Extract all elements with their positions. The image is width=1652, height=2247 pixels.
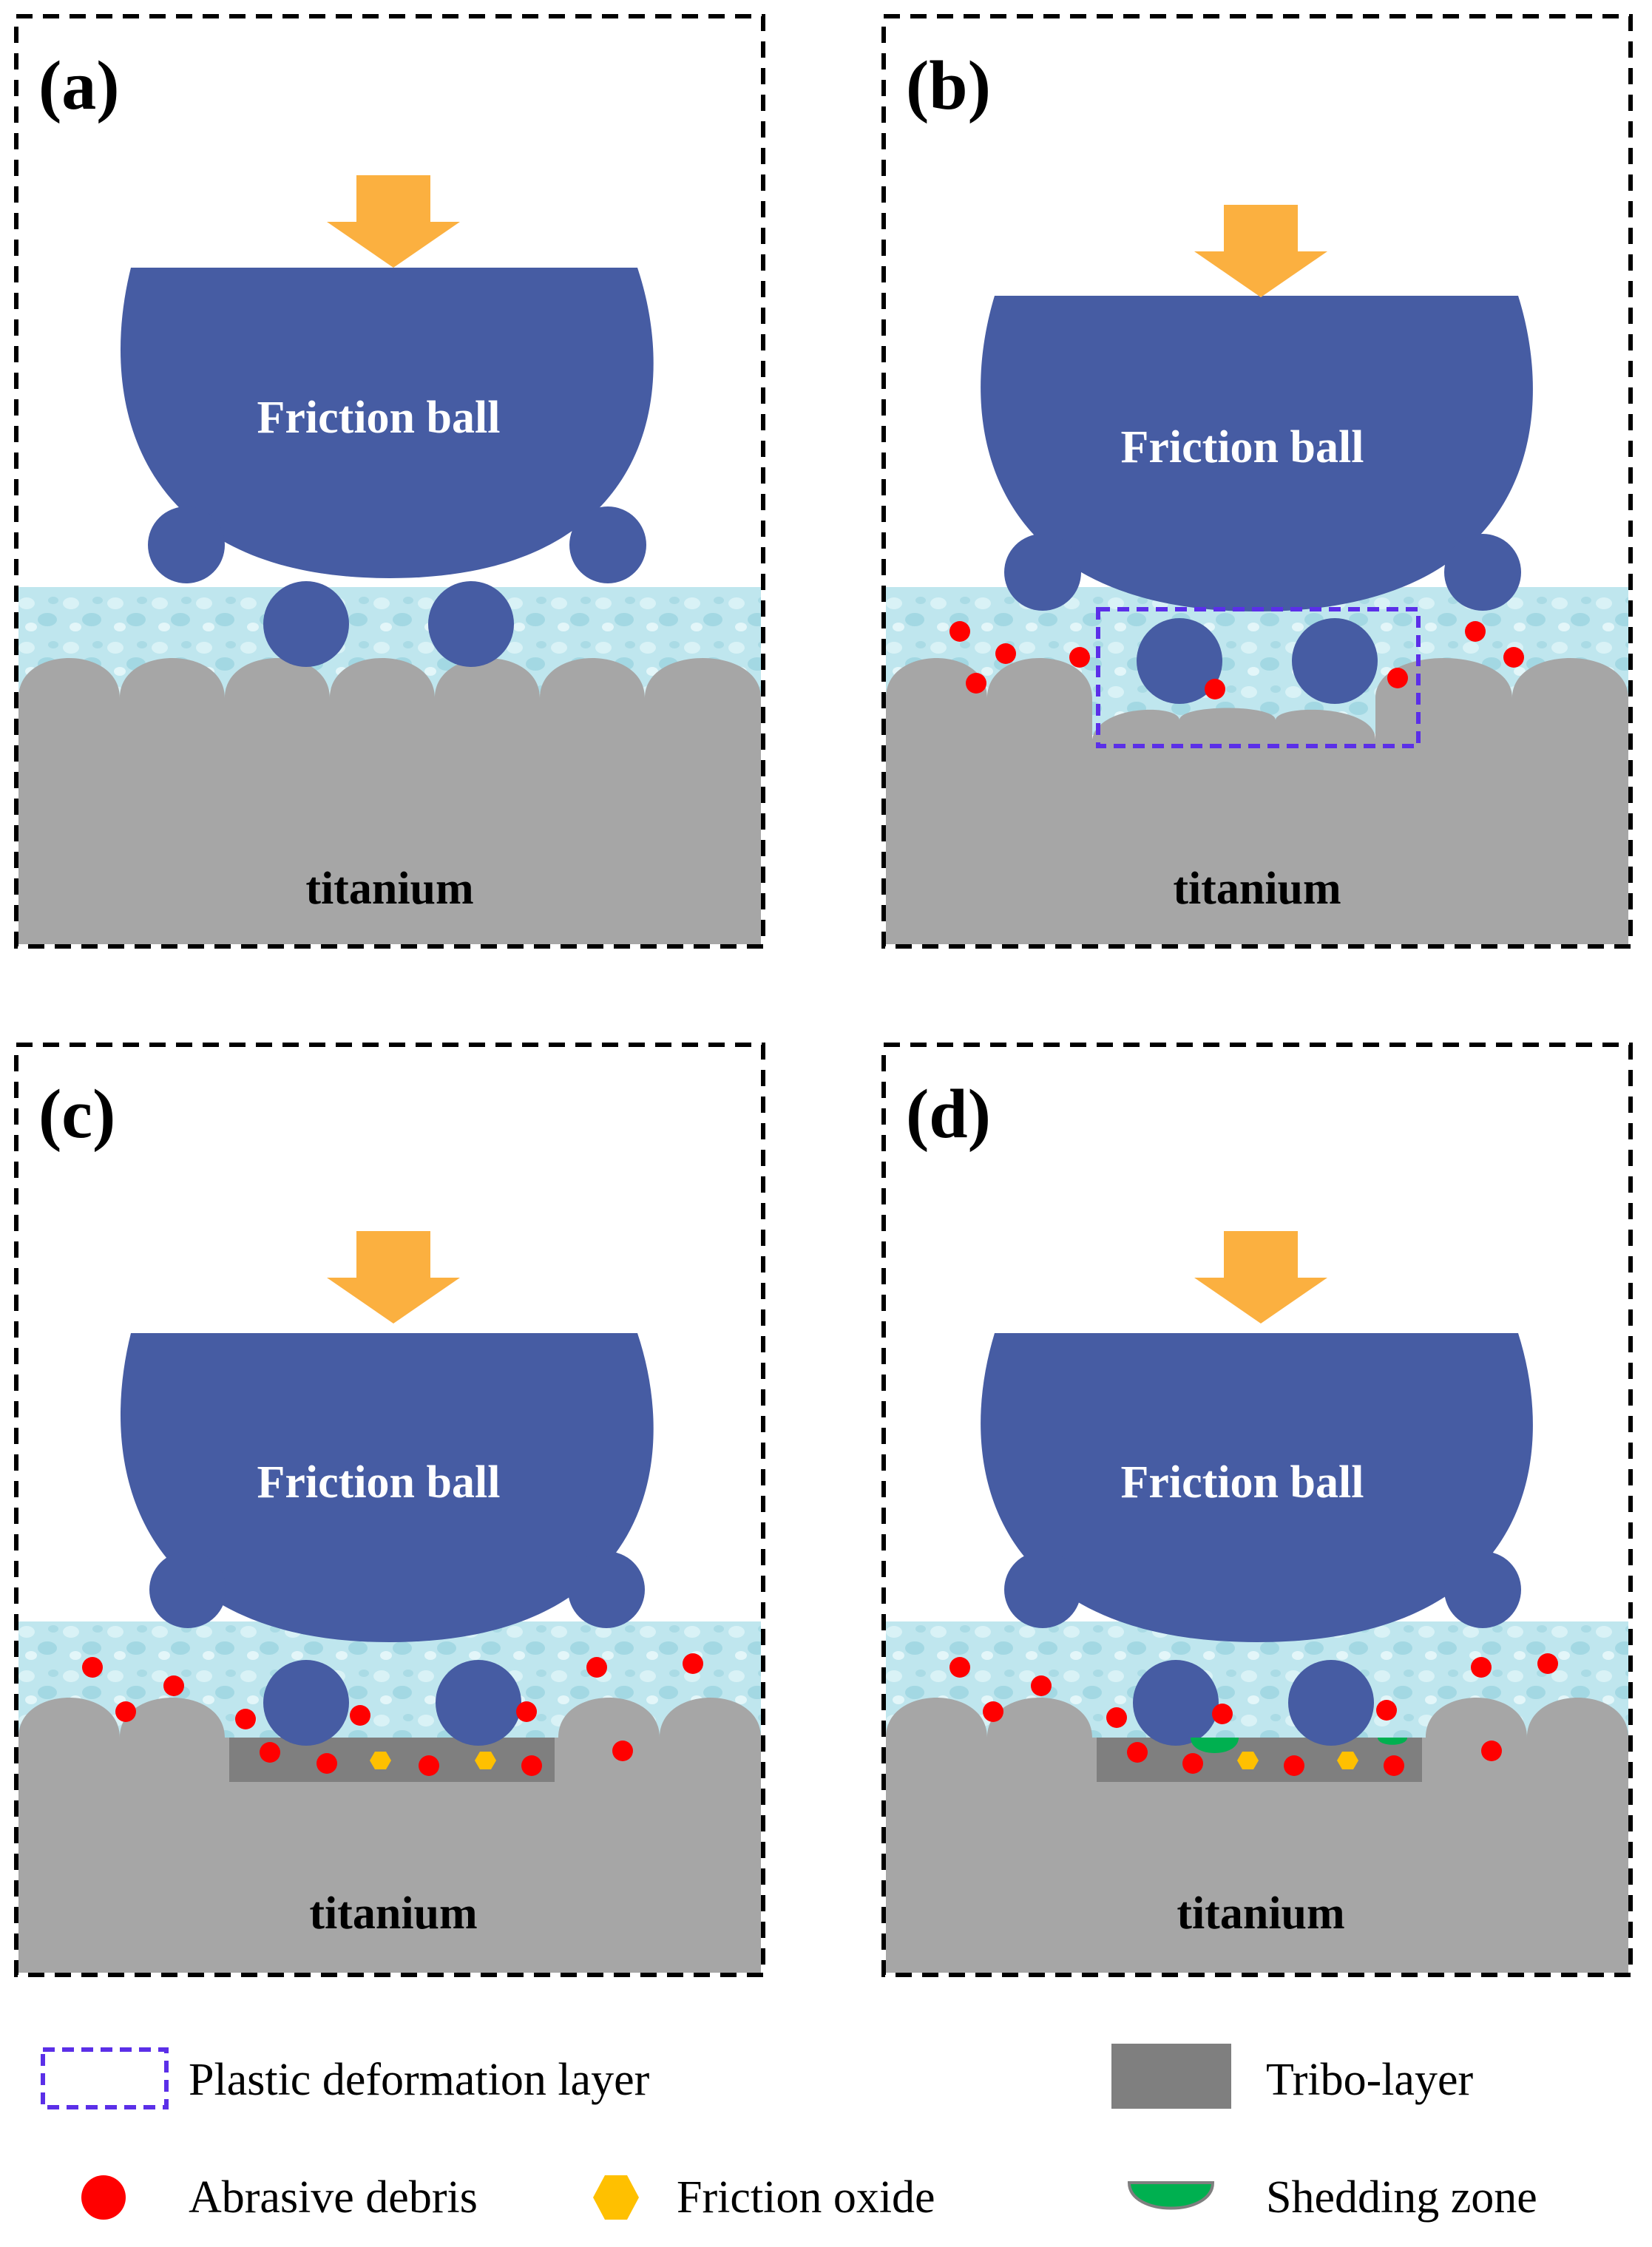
panel-label: (c)	[38, 1076, 115, 1153]
abrasive-debris-swatch	[81, 2175, 126, 2220]
titanium-substrate	[886, 658, 1628, 944]
panel-d: (d) Friction ball titanium	[881, 1043, 1633, 1977]
load-arrow-icon	[327, 175, 460, 268]
panel-label: (a)	[38, 47, 120, 124]
legend-abrasive-debris: Abrasive debris	[189, 2172, 478, 2223]
friction-oxide	[1237, 1752, 1358, 1769]
panel-c: (c) Friction ball titanium	[14, 1043, 765, 1977]
panel-b: (b) Friction ball titanium	[881, 14, 1633, 949]
titanium-substrate	[18, 1698, 761, 1973]
substrate-label: titanium	[305, 864, 473, 914]
friction-ball	[120, 268, 654, 667]
legend-tribo-layer: Tribo-layer	[1266, 2055, 1473, 2105]
legend: Plastic deformation layer Tribo-layer Ab…	[41, 2044, 1537, 2223]
panel-frame	[14, 1043, 765, 1977]
panel-frame	[881, 14, 1633, 949]
shedding-zone-icon	[1191, 1738, 1407, 1753]
ball-label: Friction ball	[257, 393, 501, 443]
tribo-layer-swatch	[1111, 2044, 1231, 2109]
titanium-substrate	[18, 658, 761, 944]
load-arrow-icon	[1194, 205, 1327, 297]
panel-label: (d)	[906, 1076, 991, 1153]
friction-oxide	[370, 1752, 496, 1769]
friction-ball	[981, 296, 1533, 704]
ball-label: Friction ball	[1121, 422, 1364, 472]
plastic-deformation-swatch	[41, 2047, 169, 2109]
abrasive-debris	[949, 1653, 1558, 1776]
shedding-zone-swatch	[1127, 2181, 1215, 2210]
abrasive-debris	[82, 1653, 703, 1776]
friction-ball	[981, 1333, 1533, 1746]
friction-ball	[120, 1333, 654, 1746]
titanium-substrate	[886, 1698, 1628, 1973]
ball-label: Friction ball	[1121, 1457, 1364, 1508]
panel-a: (a) Friction ball titanium	[14, 14, 765, 949]
friction-oxide-swatch	[593, 2175, 639, 2220]
tribo-layer	[1097, 1738, 1422, 1782]
panel-frame	[14, 14, 765, 949]
load-arrow-icon	[1194, 1231, 1327, 1324]
panel-label: (b)	[906, 47, 991, 124]
legend-plastic-deformation: Plastic deformation layer	[189, 2055, 650, 2105]
substrate-label: titanium	[309, 1888, 477, 1939]
legend-shedding-zone: Shedding zone	[1266, 2172, 1537, 2223]
substrate-label: titanium	[1173, 864, 1341, 914]
load-arrow-icon	[327, 1231, 460, 1324]
panel-frame	[881, 1043, 1633, 1977]
substrate-label: titanium	[1177, 1888, 1344, 1939]
ball-label: Friction ball	[257, 1457, 501, 1508]
abrasive-debris	[949, 621, 1524, 699]
tribo-layer	[229, 1738, 555, 1782]
legend-friction-oxide: Friction oxide	[677, 2172, 935, 2223]
plastic-deformation-box	[1096, 607, 1421, 748]
